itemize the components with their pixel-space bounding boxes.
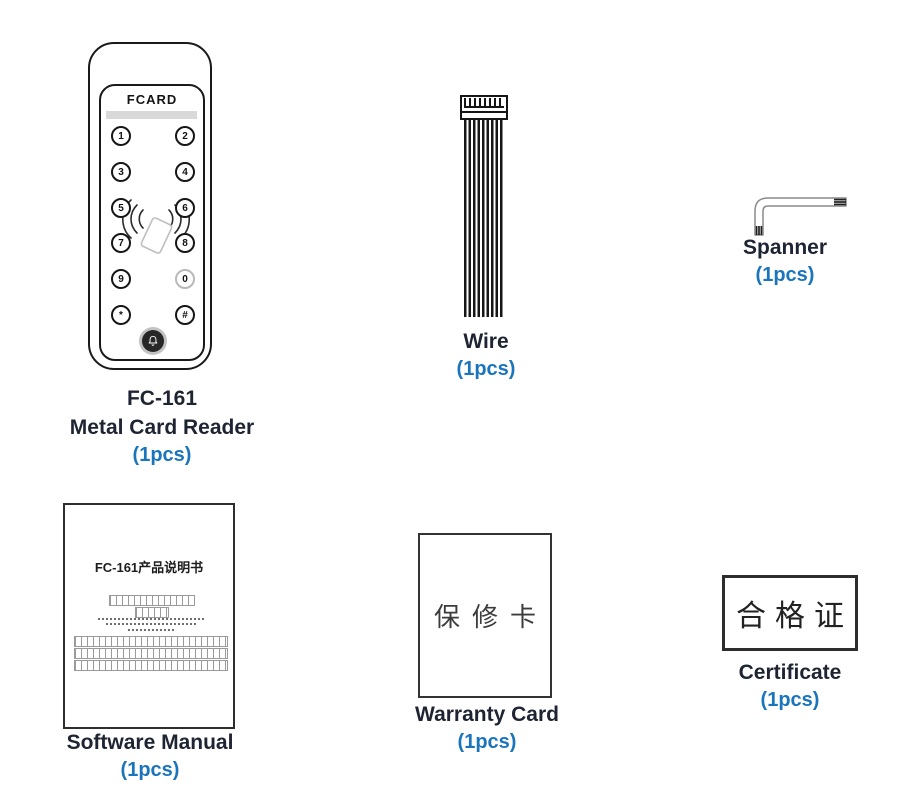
wire-connector-teeth xyxy=(464,98,504,108)
certificate-doc-title: 合格证 xyxy=(736,599,853,634)
doorbell-button-face xyxy=(142,330,164,352)
keypad-key-1: 1 xyxy=(111,126,131,146)
item-name: Certificate xyxy=(738,661,842,684)
placeholder-dotted-row xyxy=(106,623,196,625)
keypad-key-4: 4 xyxy=(175,162,195,182)
brand-logo: FCARD xyxy=(126,92,178,107)
keypad-key-0: 0 xyxy=(175,269,195,289)
keypad-key-star: * xyxy=(111,305,131,325)
keypad-key-5: 5 xyxy=(111,198,131,218)
led-bar xyxy=(106,111,197,119)
item-name: Metal Card Reader xyxy=(69,416,255,439)
hex-key-spanner-illustration xyxy=(754,197,847,236)
keypad-key-8: 8 xyxy=(175,233,195,253)
item-quantity: (1pcs) xyxy=(132,444,192,466)
card-reader-label: FC-161 Metal Card Reader (1pcs) xyxy=(42,384,282,469)
item-name: Spanner xyxy=(742,236,828,259)
item-model: FC-161 xyxy=(126,387,198,410)
certificate-illustration: 合格证 xyxy=(722,575,858,651)
placeholder-squares-row xyxy=(135,607,169,618)
keypad-key-3: 3 xyxy=(111,162,131,182)
spanner-label: Spanner (1pcs) xyxy=(710,233,860,289)
wire-connector xyxy=(460,95,508,120)
wire-connector-band xyxy=(462,111,506,113)
keypad-key-6: 6 xyxy=(175,198,195,218)
item-quantity: (1pcs) xyxy=(120,759,180,781)
wire-strands xyxy=(464,120,504,317)
bell-icon xyxy=(148,335,158,346)
warranty-card-illustration: 保修卡 xyxy=(418,533,552,698)
warranty-doc-title: 保修卡 xyxy=(433,603,548,633)
manual-doc-title: FC-161产品说明书 xyxy=(94,560,204,575)
keypad-key-7: 7 xyxy=(111,233,131,253)
certificate-label: Certificate (1pcs) xyxy=(715,658,865,714)
item-name: Software Manual xyxy=(66,731,234,754)
software-manual-illustration: FC-161产品说明书 xyxy=(63,503,235,729)
card-reader-illustration: FCARD 1 2 3 4 5 6 7 8 9 0 * # xyxy=(88,42,212,370)
keypad-key-9: 9 xyxy=(111,269,131,289)
wire-label: Wire (1pcs) xyxy=(416,327,556,383)
rfid-card-icon xyxy=(140,217,173,254)
keypad-key-2: 2 xyxy=(175,126,195,146)
placeholder-dotted-row xyxy=(128,629,174,631)
item-quantity: (1pcs) xyxy=(760,689,820,711)
warranty-label: Warranty Card (1pcs) xyxy=(402,700,572,756)
placeholder-squares-row xyxy=(74,648,228,659)
item-name: Warranty Card xyxy=(415,703,559,726)
doorbell-button xyxy=(139,327,167,355)
item-quantity: (1pcs) xyxy=(457,731,517,753)
placeholder-dotted-row xyxy=(98,618,204,620)
item-name: Wire xyxy=(463,330,509,353)
keypad-key-hash: # xyxy=(175,305,195,325)
item-quantity: (1pcs) xyxy=(456,358,516,380)
placeholder-squares-row xyxy=(74,636,228,647)
item-quantity: (1pcs) xyxy=(755,264,815,286)
placeholder-squares-row xyxy=(74,660,228,671)
manual-label: Software Manual (1pcs) xyxy=(30,728,270,784)
placeholder-squares-row xyxy=(109,595,195,606)
